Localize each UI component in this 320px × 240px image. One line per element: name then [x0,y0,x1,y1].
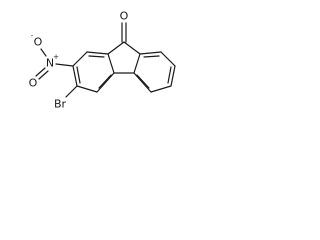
nitro-nitrogen-charge: + [53,53,59,61]
bond-left-4 [76,85,98,93]
nitro-oxygen-label: O [34,36,43,49]
bond-right-d3 [136,74,150,89]
nitro-lower-oxygen-label: O [29,77,38,90]
bond-right-d1 [143,55,160,58]
bond-left-d3 [98,74,112,89]
atom-labels: O N + O - O Br [29,10,129,111]
bond-c-n [55,63,74,67]
bond-n-o-lower-b [38,70,49,80]
bond-left-3 [72,65,78,87]
bond-n-o-lower-a [35,67,46,77]
structure-diagram: O N + O - O Br [29,10,176,111]
bond-left-2 [72,51,88,67]
bond-c9-c8a [107,41,125,55]
bromine-label: Br [54,98,67,111]
bond-right-5 [133,72,152,93]
bond-left-d1 [88,55,105,58]
nitro-oxygen-charge: - [31,32,34,40]
bond-left-5 [96,72,115,93]
bond-right-2 [160,51,176,67]
bond-left-d2 [76,66,81,84]
bond-c9a-c4b [133,53,141,74]
bond-right-3 [170,65,176,87]
bonds [35,22,176,98]
nitro-nitrogen-label: N [46,57,54,70]
bond-c9-c9a [123,41,141,55]
bond-right-4 [150,85,172,93]
bond-n-o-upper [40,48,47,57]
bond-c8a-c4a [107,53,115,74]
bond-c-br [65,85,78,98]
bond-right-1 [139,51,162,55]
bond-right-d2 [167,66,172,84]
carbonyl-oxygen-label: O [120,10,129,23]
bond-left-1 [86,51,109,55]
